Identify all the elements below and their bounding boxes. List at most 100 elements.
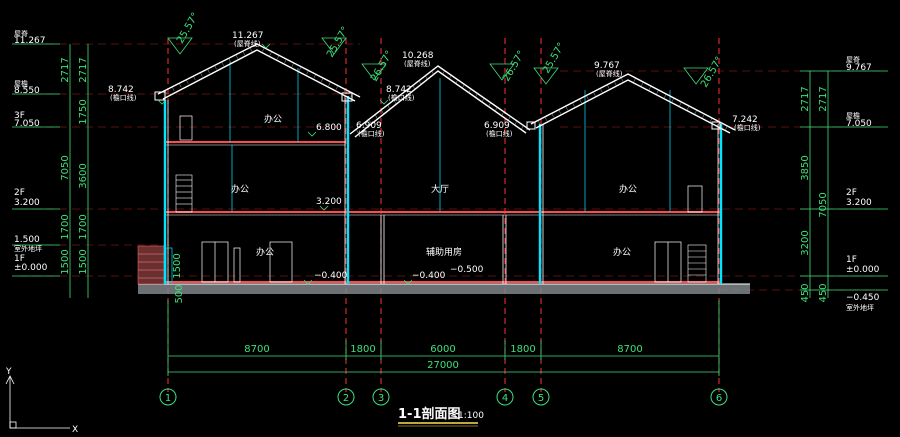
roof-tile-hatch bbox=[298, 66, 302, 71]
ucs-y-label: Y bbox=[5, 367, 12, 377]
roof-tile-hatch bbox=[393, 99, 397, 105]
roof-tile-hatch bbox=[249, 47, 253, 52]
dim-label: 8700 bbox=[617, 344, 642, 355]
roof-tile-hatch bbox=[593, 91, 596, 96]
roof-angle: 25.57° bbox=[325, 25, 351, 60]
roof-tile-hatch bbox=[725, 125, 728, 131]
roof-tile-hatch bbox=[694, 109, 698, 115]
roof-tile-hatch bbox=[679, 101, 682, 107]
total-dimension: 27000 bbox=[427, 360, 459, 371]
roof-tile-hatch bbox=[709, 117, 713, 123]
axis-number: 1 bbox=[165, 393, 171, 404]
roof-tile-hatch bbox=[400, 95, 403, 100]
roof-tile-hatch bbox=[671, 97, 675, 103]
right-level-value: 9.767 bbox=[846, 63, 872, 73]
roof-middle bbox=[349, 65, 531, 135]
dim-label: 3850 bbox=[800, 155, 811, 180]
left-level-value: 8.550 bbox=[14, 86, 40, 96]
roof-tile-hatch bbox=[572, 102, 575, 107]
left-dimension-chain-outer: 2717 7050 1700 1500 500 bbox=[60, 57, 185, 303]
roof-tile-hatch bbox=[200, 72, 203, 77]
left-level-value: ±0.000 bbox=[14, 263, 48, 273]
room-label-left-attic: 办公 bbox=[264, 113, 282, 125]
dim-label: 3200 bbox=[800, 230, 811, 255]
roof-tile-hatch bbox=[431, 70, 434, 75]
roof-tile-hatch bbox=[313, 74, 317, 79]
roof-tile-hatch bbox=[412, 85, 416, 90]
openings bbox=[165, 115, 703, 283]
roof-tile-hatch bbox=[544, 116, 548, 121]
axis-number: 3 bbox=[378, 393, 384, 404]
right-level-value: 3.200 bbox=[846, 198, 872, 208]
roof-tile-hatch bbox=[537, 120, 541, 125]
right-level-value: ±0.000 bbox=[846, 265, 880, 275]
dim-label: 7050 bbox=[60, 155, 71, 180]
dim-label: 2717 bbox=[78, 57, 89, 82]
dim-label: 2717 bbox=[800, 86, 811, 111]
axis-bubble bbox=[532, 388, 550, 406]
walls bbox=[163, 96, 723, 284]
dim-label: 1700 bbox=[78, 214, 89, 239]
roof-tile-hatch bbox=[702, 113, 705, 119]
right-level-value: 7.050 bbox=[846, 119, 872, 129]
roof-tile-hatch bbox=[291, 62, 295, 68]
dim-label: 8700 bbox=[244, 344, 269, 355]
dim-label: 500 bbox=[174, 284, 185, 303]
roof-tile-hatch bbox=[221, 61, 224, 66]
grade-slab bbox=[138, 284, 750, 294]
roof-tile-hatch bbox=[442, 70, 445, 75]
dim-label: 1500 bbox=[60, 249, 71, 274]
roof-angle: 26.57° bbox=[369, 49, 395, 84]
dim-label: 3600 bbox=[78, 163, 89, 188]
roof-tile-hatch bbox=[686, 105, 690, 111]
roof-tile-hatch bbox=[406, 90, 409, 95]
dim-label: 450 bbox=[818, 283, 829, 302]
dim-label: 1500 bbox=[172, 253, 183, 278]
roof-tile-hatch bbox=[475, 93, 478, 98]
roof-tile-hatch bbox=[164, 90, 168, 95]
axis-number: 5 bbox=[538, 393, 544, 404]
roof-tile-hatch bbox=[558, 109, 561, 114]
roof-tile-hatch bbox=[368, 119, 372, 124]
roof-left bbox=[157, 43, 361, 98]
roof-tile-hatch bbox=[387, 104, 390, 109]
dim-label: 2717 bbox=[818, 86, 829, 111]
elev-note: (屋脊线) bbox=[596, 69, 623, 78]
roof-tile-hatch bbox=[262, 47, 265, 52]
roof-tile-hatch bbox=[613, 81, 617, 86]
ground bbox=[137, 245, 750, 294]
bottom-dimensions: 8700 1800 6000 1800 8700 27000 bbox=[244, 344, 642, 371]
roof-tile-hatch bbox=[494, 107, 498, 112]
left-level-column: 屋脊 11.267 屋檐 8.550 3F 7.050 2F 3.200 1.5… bbox=[14, 29, 48, 273]
roof-angle: 26.57° bbox=[501, 49, 527, 84]
roof-tile-hatch bbox=[641, 81, 644, 87]
roof-angle: 26.57° bbox=[699, 55, 725, 90]
entry-steps bbox=[137, 245, 165, 285]
elev-note: (檐口线) bbox=[110, 93, 137, 102]
elev-note: (屋脊线) bbox=[404, 59, 431, 68]
dim-label: 1500 bbox=[78, 249, 89, 274]
roof-tile-hatch bbox=[235, 54, 239, 59]
left-dimension-chain-inner: 2717 1750 3600 1700 1500 bbox=[78, 57, 89, 274]
roof-angle: 25.57° bbox=[541, 41, 567, 76]
room-label-aux: 辅助用房 bbox=[426, 246, 462, 258]
roof-tile-hatch bbox=[656, 89, 659, 95]
room-label-right-1f: 办公 bbox=[613, 246, 631, 258]
left-level-name: 屋檐 bbox=[14, 79, 28, 88]
axis-numbers: 1 2 3 4 5 6 bbox=[165, 393, 722, 404]
roofs bbox=[157, 43, 736, 138]
roof-tile-hatch bbox=[508, 116, 511, 121]
axis-bubbles bbox=[159, 388, 728, 406]
right-dimension-chain-outer: 2717 7050 450 bbox=[818, 86, 829, 302]
drawing-scale: 1:100 bbox=[458, 411, 484, 421]
right-level-name: 1F bbox=[846, 255, 857, 265]
roof-tile-hatch bbox=[425, 75, 428, 80]
left-level-value: 3.200 bbox=[14, 198, 40, 208]
axis-number: 6 bbox=[716, 393, 722, 404]
dim-label: 1800 bbox=[350, 344, 375, 355]
roof-tile-hatch bbox=[717, 121, 720, 127]
roof-tile-hatch bbox=[171, 86, 175, 91]
right-level-name: 屋檐 bbox=[846, 111, 860, 120]
roof-tile-hatch bbox=[356, 129, 359, 134]
